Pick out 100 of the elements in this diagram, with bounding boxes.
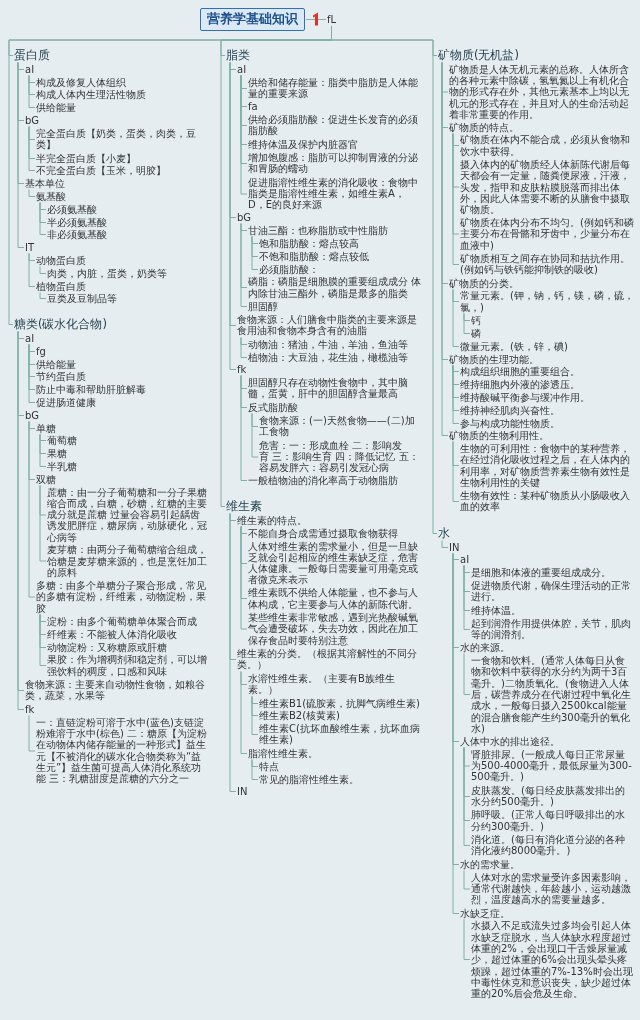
topic-text: 葡萄糖 — [47, 435, 77, 447]
topic-text: 钙 — [471, 315, 481, 327]
topic-text: aI — [237, 63, 247, 76]
connector-line — [251, 413, 259, 458]
topic-text: 供给能量 — [36, 358, 76, 370]
topic-text: aI — [25, 63, 35, 76]
connector-line — [251, 696, 259, 735]
topic-text: 肾脏排尿。(一般成人每日正常尿量为500-4000毫升，最低尿量为300-500毫升。) — [471, 748, 634, 783]
connector-line — [463, 313, 471, 334]
topic-text: 矿物质在体内不能合成，必须从食物和饮水中获得。 — [460, 134, 634, 157]
topic-text: 供给能量 — [36, 102, 76, 114]
topic-text: 必须脂肪酸： — [259, 263, 319, 275]
topic-text: 水的来源。 — [460, 642, 510, 654]
branch-topic: 糖类(碳水化合物) — [14, 318, 107, 332]
connector-line — [39, 202, 47, 235]
topic-text: 水缺乏症。 — [460, 907, 510, 919]
connector-line — [463, 919, 471, 960]
topic-text: bG — [25, 115, 40, 127]
topic-text: 维生素既不供给人体能量，也不参与人体构成，它主要参与人体的新陈代谢。 — [248, 587, 422, 610]
topic-text: 肉类，内脏，蛋类，奶类等 — [47, 267, 167, 280]
topic-text: 摄入体内的矿物质经人体新陈代谢后每天都会有一定量，随粪便尿液，汗液，头发，指甲和皮肤粘膜脱落而排出体外，因此人体需要不断的从膳食中摄取矿物质。 — [460, 159, 634, 216]
topic-text: 人体对水的需求量受许多因素影响，通常代谢越快，年龄越小，运动越激烈，温度越高水的需要量越多。 — [471, 871, 634, 906]
topic-text: 一般植物油的消化率高于动物脂肪 — [248, 475, 398, 487]
topic-text: 纤维素：不能被人体消化吸收 — [47, 628, 177, 641]
topic-text: aI — [460, 554, 470, 566]
topic-text: 维生素的分类。（根据其溶解性的不同分类。） — [237, 648, 422, 671]
topic-text: 维生素B2(核黄素) — [259, 710, 341, 722]
connector-line — [28, 126, 36, 171]
connector-line — [17, 62, 25, 248]
topic-text: 不完全蛋白质【玉米，明胶】 — [36, 165, 166, 177]
topic-text: 人体对维生素的需求量小，但是一旦缺乏就会引起相应的维生素缺乏症，危害人体健康。一般每日需要量可用毫克或者微克来表示 — [248, 540, 422, 586]
topic-text: 动物油：猪油，牛油，羊油，鱼油等 — [248, 338, 408, 351]
topic-text: 特点 — [259, 760, 279, 773]
branch-topic: 维生素 — [226, 500, 262, 514]
topic-text: 植物油：大豆油，花生油，橄榄油等 — [248, 351, 408, 363]
topic-text: 是细胞和体液的重要组成成分。 — [471, 567, 611, 579]
topic-text: 矿物质在体内分布不均匀。(例如钙和磷主要分布在骨骼和牙齿中，少量分布在血液中) — [460, 217, 634, 251]
topic-text: 不饱和脂肪酸：熔点较低 — [259, 250, 369, 263]
topic-text: fg — [36, 345, 46, 358]
topic-text: 节约蛋白质 — [36, 371, 86, 383]
topic-text: fk — [237, 364, 247, 376]
connector-line — [463, 565, 471, 630]
topic-text: 矿物质的分类。 — [449, 277, 519, 289]
topic-text: 食物来源：(一)天然食物——(二)加工食物 — [259, 414, 422, 438]
topic-text: 氨基酸 — [36, 191, 66, 203]
connector-line — [240, 375, 248, 481]
topic-text: 促进物质代谢，确保生理活动的正常进行。 — [471, 580, 634, 603]
connector-line — [240, 671, 248, 754]
topic-text: 动物淀粉：又称糖原或肝糖 — [47, 641, 167, 653]
topic-text: 多糖：由多个单糖分子聚合形成，常见的多糖有淀粉，纤维素，动物淀粉，果胶 — [36, 580, 210, 615]
connector-line — [28, 253, 36, 287]
topic-text: 植物蛋白质 — [36, 280, 86, 292]
connector-line — [452, 441, 460, 502]
topic-text: 胆固醇 — [248, 301, 278, 313]
connector-line — [39, 485, 47, 562]
topic-text: 半必须氨基酸 — [47, 216, 107, 228]
topic-text: 构成及修复人体组织 — [36, 76, 126, 88]
topic-text: fk — [25, 704, 35, 716]
topic-text: 完全蛋白质【奶类，蛋类，肉类，豆类】 — [36, 127, 210, 151]
connector-line — [240, 526, 248, 630]
topic-text: 生物的可利用性：食物中的某种营养，在经过消化吸收过程之后，在人体内的利用率，对矿物质营养素生物有效性是生物利用性的关键 — [460, 443, 634, 489]
topic-text: 食物来源：人们膳食中脂类的主要来源是食用油和食物本身含有的油脂 — [237, 314, 422, 337]
topic-text: 消化道。(每日有消化道分泌的各种消化液约8000毫升。) — [471, 834, 634, 857]
topic-text: 维持体温。 — [471, 604, 521, 617]
topic-text: 供给必须脂肪酸：促进生长发育的必须脂肪酸 — [248, 114, 422, 137]
topic-text: 维持体温及保护内脏器官 — [248, 139, 358, 151]
connector-line — [28, 421, 36, 598]
connector-line — [39, 434, 47, 467]
connector-line — [240, 223, 248, 307]
topic-text: 果胶：作为增稠剂和稳定剂，可以增强饮料的稠度，口感和风味 — [47, 654, 210, 677]
topic-text: 一食物和饮料。(通常人体每日从食物和饮料中获得的水分约为两千3百毫升。)二物质氧化。(食物进入人体后，碳营养成分在代谢过程中氧化生成水，一般每日摄入2500kcal能量的混合膳食能产生约300毫升的氧化水) — [471, 655, 634, 735]
topic-text: 增加饱腹感：脂肪可以抑制胃液的分泌和胃肠的蠕动 — [248, 151, 422, 175]
connector-line — [452, 133, 460, 265]
topic-text: 维持细胞内外液的渗透压。 — [460, 379, 580, 391]
topic-text: 甘油三酯：也称脂肪或中性脂肪 — [248, 225, 388, 237]
topic-text: fa — [248, 101, 258, 113]
connector-line — [452, 365, 460, 424]
connector-line — [39, 614, 47, 666]
connector-line — [251, 759, 259, 780]
topic-text: bG — [25, 409, 40, 422]
topic-text: 脂溶性维生素。 — [248, 748, 318, 760]
connector-line — [463, 653, 471, 695]
topic-text: 矿物质的特点。 — [449, 121, 519, 133]
topic-text: 麦芽糖：由两分子葡萄糖缩合组成，饴糖是麦芽糖来源的，也是烹饪加工的原料 — [47, 544, 210, 579]
topic-text: 非必须氨基酸 — [47, 229, 107, 241]
topic-text: 促进肠道健康 — [36, 397, 96, 409]
connector-line — [452, 289, 460, 347]
topic-text: 必须氨基酸 — [47, 203, 97, 216]
topic-text: 单糖 — [36, 422, 56, 434]
topic-text: IT — [25, 242, 35, 254]
topic-text: 构成人体内生理活性物质 — [36, 89, 146, 101]
topic-text: 防止中毒和帮助肝脏解毒 — [36, 384, 146, 396]
connector-line — [240, 337, 248, 358]
topic-text: 蔗糖：由一分子葡萄糖和一分子果糖缩合而成，白糖，砂糖，红糖的主要成分就是蔗糖 过量会容易引起龋齿诱发肥胖症，糖尿病，动脉硬化，冠心病等 — [47, 486, 210, 544]
topic-text: 胆固醇只存在动物性食物中，其中脑髓，蛋黄，肝中的胆固醇含量最高 — [248, 377, 422, 400]
branch-topic: 蛋白质 — [14, 49, 50, 62]
topic-text: fL — [327, 14, 337, 26]
topic-text: 人体中水的排出途径。 — [460, 736, 560, 748]
topic-text: 豆类及豆制品等 — [47, 293, 117, 305]
connector-line — [28, 75, 36, 108]
